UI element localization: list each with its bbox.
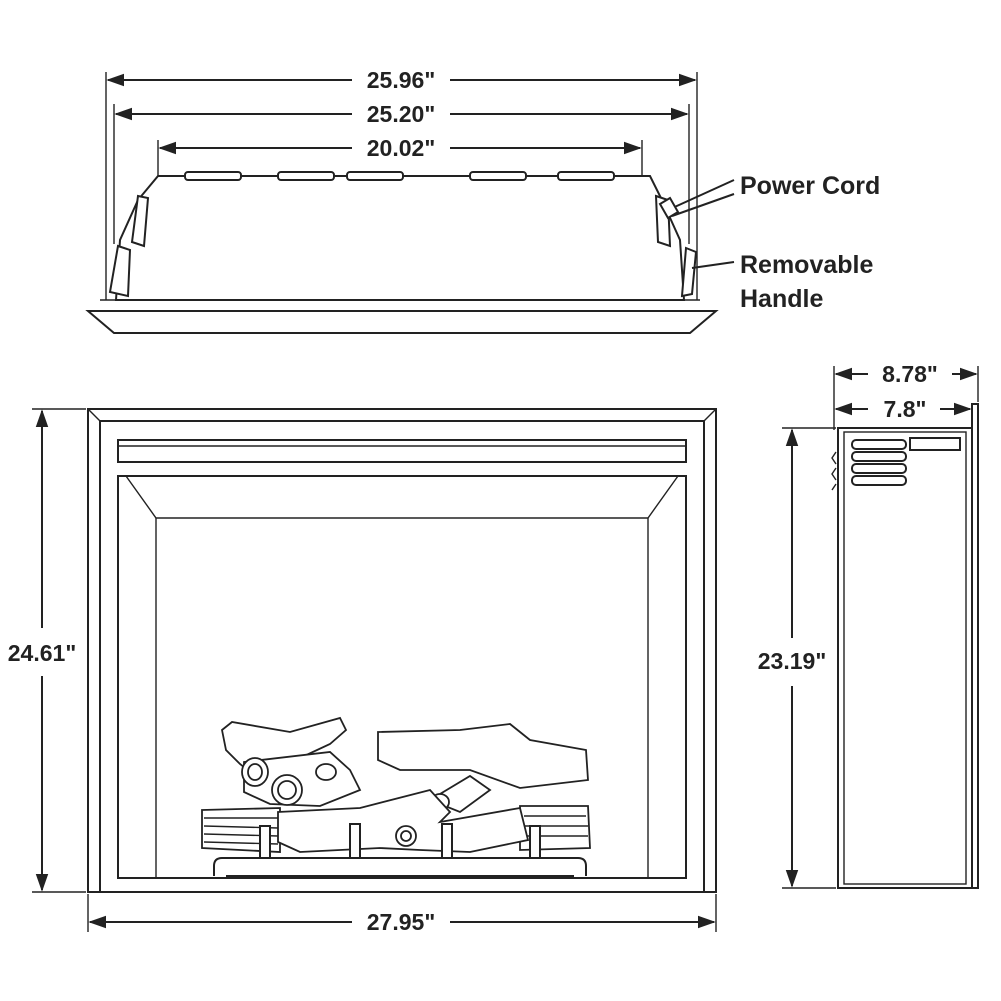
log-set — [201, 716, 591, 877]
dim-side-outer-depth-label: 8.78" — [882, 361, 938, 387]
dim-side-height-label: 23.19" — [758, 648, 826, 674]
top-view: 25.96" 25.20" 20.02" Power Cord Removabl… — [85, 67, 880, 334]
top-view-body — [114, 175, 686, 301]
dim-handle-width-label: 25.20" — [367, 101, 435, 127]
dim-outer-width: 25.96" — [105, 67, 698, 300]
dim-front-width: 27.95" — [87, 894, 717, 935]
side-view: 8.78" 7.8" 23.19" — [758, 361, 979, 889]
top-view-trim-plate — [85, 310, 719, 334]
front-header-bar — [117, 439, 687, 463]
dim-side-body-depth: 7.8" — [834, 396, 972, 422]
dim-side-body-depth-label: 7.8" — [884, 396, 927, 422]
dim-side-height: 23.19" — [758, 427, 836, 889]
power-cord — [658, 179, 735, 220]
power-cord-label: Power Cord — [740, 172, 880, 200]
dim-handle-width: 25.20" — [113, 101, 690, 244]
left-handle — [108, 194, 150, 298]
dim-body-width-label: 20.02" — [367, 135, 435, 161]
removable-handle-label-line1: Removable — [740, 251, 873, 279]
side-vents — [831, 439, 907, 491]
dim-front-width-label: 27.95" — [367, 909, 435, 935]
side-body — [837, 427, 973, 889]
removable-handle-label-line2: Handle — [740, 285, 823, 313]
dim-outer-width-label: 25.96" — [367, 67, 435, 93]
top-view-vents — [184, 171, 615, 181]
side-control-panel — [909, 437, 961, 451]
dim-front-height-label: 24.61" — [8, 640, 76, 666]
dim-front-height: 24.61" — [8, 408, 86, 893]
side-trim-plate — [971, 403, 979, 889]
dim-body-width: 20.02" — [157, 135, 643, 176]
dim-side-outer-depth: 8.78" — [833, 361, 979, 430]
front-view: 24.61" 27.95" — [8, 408, 717, 935]
